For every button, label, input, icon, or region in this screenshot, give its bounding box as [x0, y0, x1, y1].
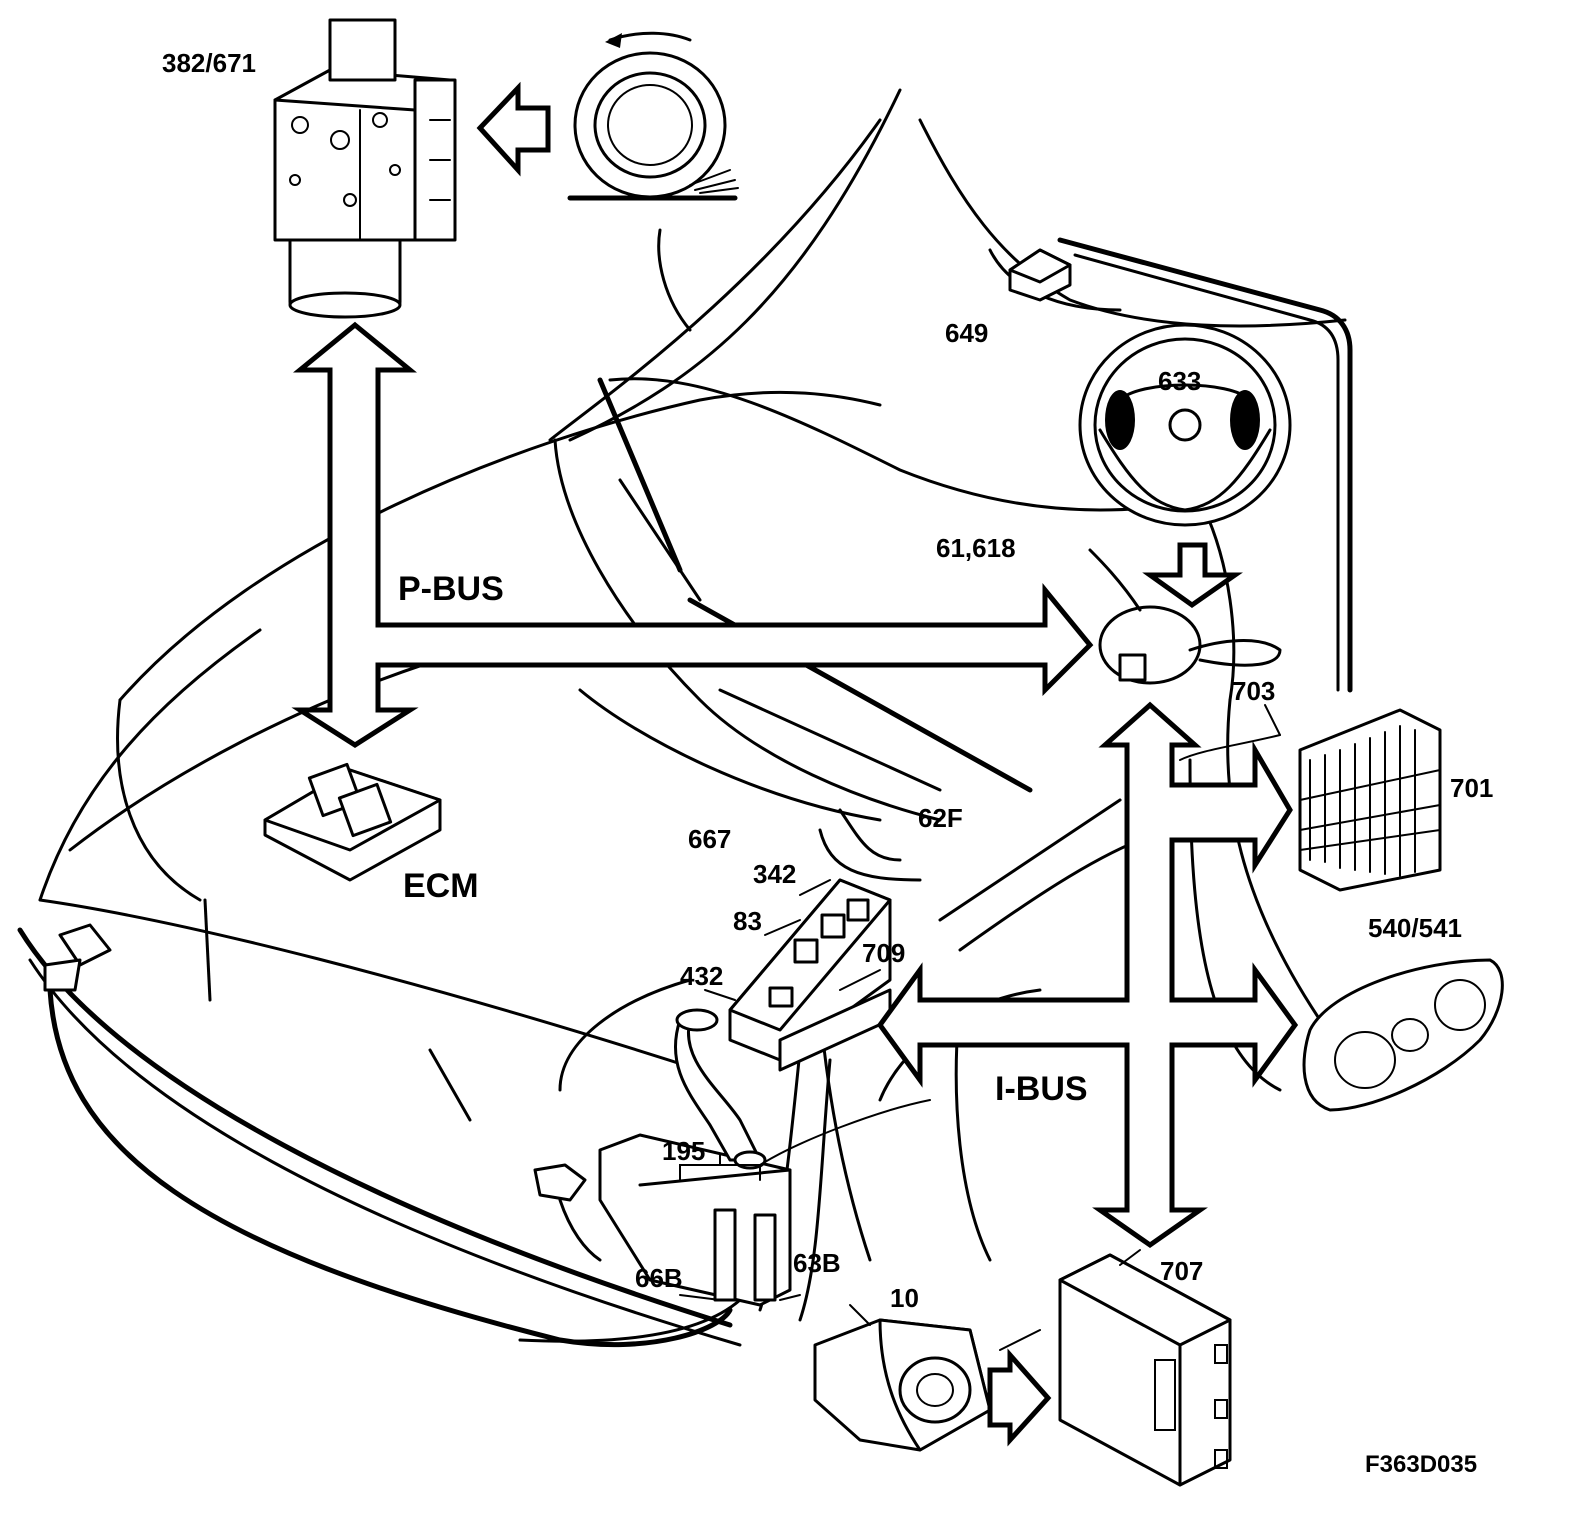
ecm-label: ECM	[403, 867, 479, 905]
label-63b: 63B	[793, 1248, 841, 1278]
ecm-module-graphic	[263, 762, 442, 882]
wheel-speed-tyre-graphic	[567, 31, 739, 201]
unit-707-label: 707	[1160, 1256, 1203, 1286]
car-body-outline	[17, 88, 1353, 1348]
relay-bracket-graphic	[728, 878, 892, 1072]
figure-reference: F363D035	[1365, 1451, 1477, 1478]
label-432: 432	[680, 961, 723, 991]
label-195: 195	[662, 1136, 705, 1166]
fuse-box-graphic	[1298, 708, 1442, 892]
light-switch-graphic	[813, 1318, 992, 1452]
tyre-to-abs-arrow	[476, 81, 551, 177]
p-bus-vertical-arrow	[291, 321, 1094, 748]
instrument-cluster-graphic	[1302, 958, 1504, 1112]
sensor-649-label: 649	[945, 318, 988, 348]
i-bus-arrow	[876, 701, 1299, 1249]
label-342: 342	[753, 859, 796, 889]
label-709: 709	[862, 938, 905, 968]
i-bus-label: I-BUS	[995, 1070, 1088, 1108]
abs-unit-label: 382/671	[162, 48, 256, 78]
steering-wheel-graphic	[1078, 323, 1292, 527]
module-707-graphic	[1058, 1253, 1232, 1487]
leader-lines	[679, 704, 1281, 1351]
p-bus-label: P-BUS	[398, 570, 504, 608]
steering-switch-label: 61,618	[936, 533, 1016, 563]
abs-module-graphic	[273, 18, 457, 319]
label-83: 83	[733, 906, 762, 936]
headlight-connector-graphic	[43, 923, 112, 992]
fuse-box-label: 701	[1450, 773, 1493, 803]
steering-column-switch-graphic	[1088, 542, 1282, 685]
switch-to-707-arrow	[987, 1348, 1052, 1447]
washer-reservoir-graphic	[533, 1008, 792, 1307]
label-62f: 62F	[918, 803, 963, 833]
instrument-cluster-label: 540/541	[1368, 913, 1462, 943]
label-667: 667	[688, 824, 731, 854]
light-switch-label: 10	[890, 1283, 919, 1313]
steering-wheel-label: 633	[1158, 366, 1201, 396]
label-703: 703	[1232, 676, 1275, 706]
label-66b: 66B	[635, 1263, 683, 1293]
sensor-649-graphic	[1008, 248, 1072, 302]
